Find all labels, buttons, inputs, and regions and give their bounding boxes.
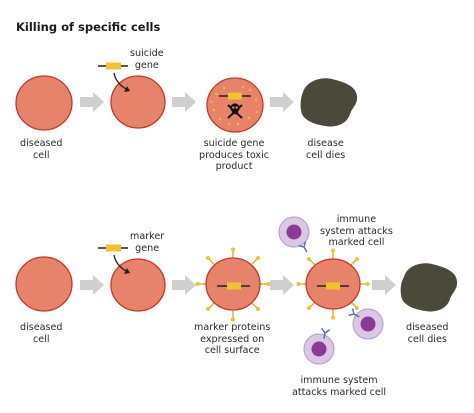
- skull-crossbones-icon: [227, 103, 243, 119]
- diseased-cell-top: [15, 75, 73, 131]
- page-title: Killing of specific cells: [16, 20, 161, 34]
- gene-insertion-arrowhead-bottom: [124, 268, 130, 274]
- arrow-bottom-1: [80, 275, 104, 295]
- marker-gene-label: marker gene: [130, 231, 165, 254]
- immune-attack-label-top: immune system attacks marked cell: [320, 214, 393, 248]
- immune-attack-label-bottom: immune system attacks marked cell: [292, 375, 387, 398]
- cell-with-suicide-gene: [110, 75, 166, 129]
- arrow-top-1: [80, 92, 104, 112]
- marker-gene-dna: [98, 244, 128, 252]
- arrow-bottom-2: [172, 275, 196, 295]
- cell-with-marker-gene: [110, 258, 166, 312]
- arrow-top-3: [270, 92, 294, 112]
- dead-cell-bottom: [400, 263, 458, 312]
- diseased-cell-label-top: diseased cell: [20, 138, 63, 161]
- immune-cell-right: [352, 308, 384, 340]
- arrow-top-2: [172, 92, 196, 112]
- marker-proteins-label: marker proteins expressed on cell surfac…: [194, 322, 271, 356]
- cell-dies-label-top: disease cell dies: [306, 138, 346, 161]
- diseased-cell-bottom: [15, 256, 73, 312]
- diseased-cell-label-bottom: diseased cell: [20, 322, 63, 345]
- gene-insertion-arrowhead-top: [124, 86, 130, 92]
- immune-cell-top: [278, 216, 310, 248]
- arrow-bottom-3: [270, 275, 294, 295]
- arrow-bottom-4: [372, 275, 396, 295]
- dead-cell-top: [300, 78, 358, 127]
- immune-cell-bottom: [303, 333, 335, 365]
- marker-gene-in-cell3: [217, 282, 250, 290]
- cell-dies-label-bottom: diseased cell dies: [406, 322, 449, 345]
- suicide-gene-label: suicide gene: [130, 48, 164, 71]
- suicide-gene-dna: [98, 62, 128, 70]
- toxic-product-label: suicide gene produces toxic product: [199, 138, 270, 172]
- toxic-product-dots: [210, 86, 259, 126]
- marker-gene-in-cell4: [317, 282, 349, 290]
- suicide-gene-in-cell: [219, 92, 251, 100]
